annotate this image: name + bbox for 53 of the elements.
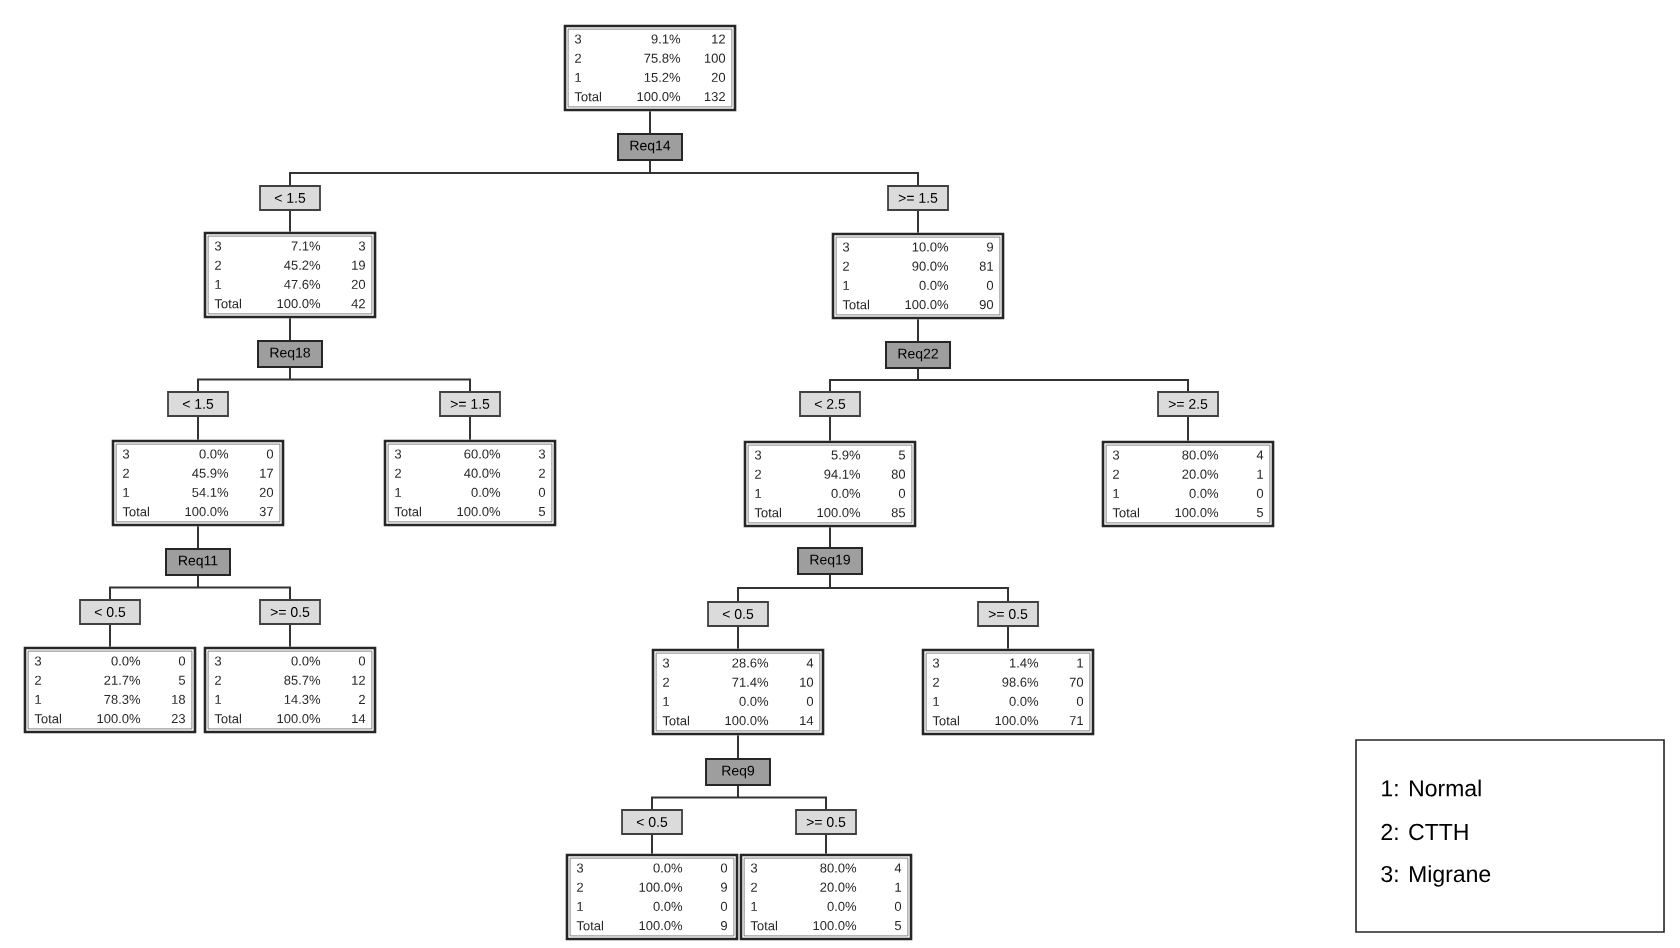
connector-line (289, 172, 651, 187)
table-box (203, 646, 377, 734)
connector-line (829, 574, 831, 589)
legend-box (1355, 739, 1665, 933)
connector-line (737, 625, 739, 650)
table-box (383, 439, 557, 527)
connector-line (829, 587, 1009, 603)
connector-line (197, 575, 199, 589)
table-box (739, 853, 913, 941)
connector-line (651, 833, 653, 855)
connector-line (649, 160, 651, 174)
connector-line (649, 110, 651, 134)
connector-line (825, 833, 827, 855)
connector-line (829, 415, 831, 442)
connector-line (289, 367, 291, 381)
connector-line (1187, 415, 1189, 442)
table-box (831, 232, 1005, 320)
connector-line (109, 586, 199, 601)
connector-line (289, 317, 291, 341)
connector-line (109, 623, 111, 648)
table-box (651, 648, 825, 736)
connector-line (289, 623, 291, 648)
connector-line (737, 785, 739, 799)
connector-line (197, 378, 291, 393)
connector-line (737, 734, 739, 759)
connector-line (289, 209, 291, 233)
table-box (111, 439, 285, 527)
connector-line (737, 587, 831, 603)
connector-line (197, 415, 199, 441)
connector-line (917, 379, 1189, 393)
table-box (743, 440, 917, 528)
table-box (23, 646, 197, 734)
table-box (1101, 440, 1275, 528)
legend-entry: 3: Migrane (1381, 865, 1491, 887)
connector-line (197, 525, 199, 549)
connector-line (649, 172, 919, 187)
connector-line (1007, 625, 1009, 650)
table-box (565, 853, 739, 941)
connector-line (737, 796, 827, 811)
table-box (563, 24, 737, 112)
table-box (203, 231, 377, 319)
connector-line (829, 526, 831, 548)
table-box (921, 648, 1095, 736)
connector-line (917, 318, 919, 342)
connector-line (289, 378, 471, 393)
connector-line (651, 796, 739, 811)
legend-entry: 1: Normal (1382, 779, 1481, 797)
connector-line (917, 368, 919, 381)
connector-line (197, 586, 291, 601)
connector-line (469, 415, 471, 441)
legend-entry: 2: CTTH (1381, 823, 1468, 841)
connector-line (917, 209, 919, 234)
connector-line (829, 379, 919, 393)
